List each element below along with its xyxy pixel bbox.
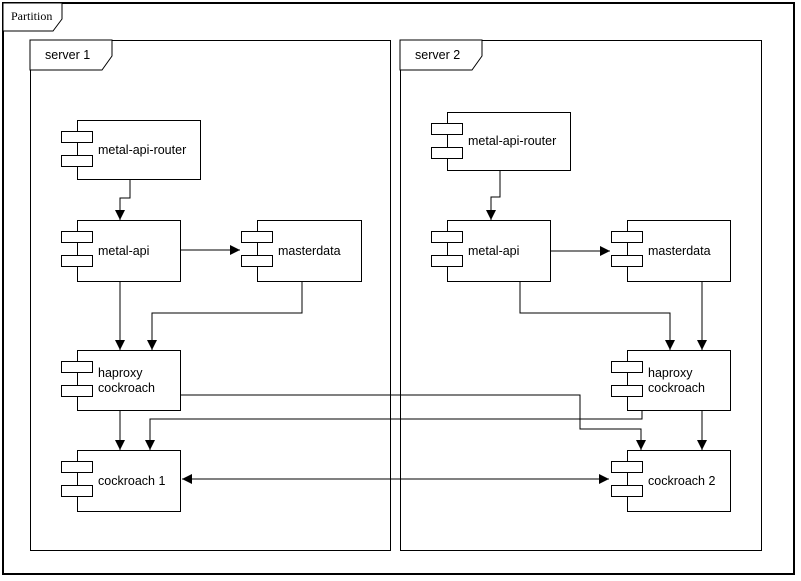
component-s2-metal-api[interactable]: metal-api — [431, 220, 551, 282]
component-port-icon — [431, 123, 463, 135]
component-port-icon — [61, 485, 93, 497]
component-port-icon — [61, 131, 93, 143]
component-s2-masterdata[interactable]: masterdata — [611, 220, 731, 282]
partition-label: Partition — [11, 9, 53, 23]
component-port-icon — [431, 231, 463, 243]
component-label: metal-api-router — [98, 142, 187, 157]
component-port-icon — [611, 485, 643, 497]
component-port-icon — [61, 255, 93, 267]
component-label: haproxy cockroach — [98, 365, 155, 395]
component-port-icon — [61, 385, 93, 397]
component-s1-metal-api[interactable]: metal-api — [61, 220, 181, 282]
component-port-icon — [241, 255, 273, 267]
component-port-icon — [431, 147, 463, 159]
component-port-icon — [611, 461, 643, 473]
component-port-icon — [611, 361, 643, 373]
component-label: cockroach 2 — [648, 473, 716, 488]
component-label: masterdata — [278, 243, 341, 258]
component-s1-cockroach-1[interactable]: cockroach 1 — [61, 450, 181, 512]
component-s2-cockroach-2[interactable]: cockroach 2 — [611, 450, 731, 512]
component-label: metal-api-router — [468, 134, 557, 148]
component-port-icon — [611, 255, 643, 267]
server-1-tab-label: server 1 — [45, 48, 91, 62]
component-label: haproxy cockroach — [648, 365, 705, 395]
component-s1-haproxy-cockroach[interactable]: haproxy cockroach — [61, 350, 181, 411]
component-s1-masterdata[interactable]: masterdata — [241, 220, 362, 282]
component-port-icon — [611, 385, 643, 397]
component-port-icon — [241, 231, 273, 243]
component-s2-metal-api-router[interactable]: metal-api-router — [431, 112, 571, 171]
component-port-icon — [61, 361, 93, 373]
component-port-icon — [61, 231, 93, 243]
component-label: cockroach 1 — [98, 473, 166, 488]
component-port-icon — [61, 461, 93, 473]
component-label: masterdata — [648, 243, 711, 258]
component-label: metal-api — [468, 243, 520, 258]
component-s2-haproxy-cockroach[interactable]: haproxy cockroach — [611, 350, 731, 411]
component-port-icon — [61, 155, 93, 167]
component-s1-metal-api-router[interactable]: metal-api-router — [61, 120, 201, 180]
component-port-icon — [611, 231, 643, 243]
server-2-tab-label: server 2 — [415, 48, 461, 62]
component-port-icon — [431, 255, 463, 267]
component-label: metal-api — [98, 243, 150, 258]
